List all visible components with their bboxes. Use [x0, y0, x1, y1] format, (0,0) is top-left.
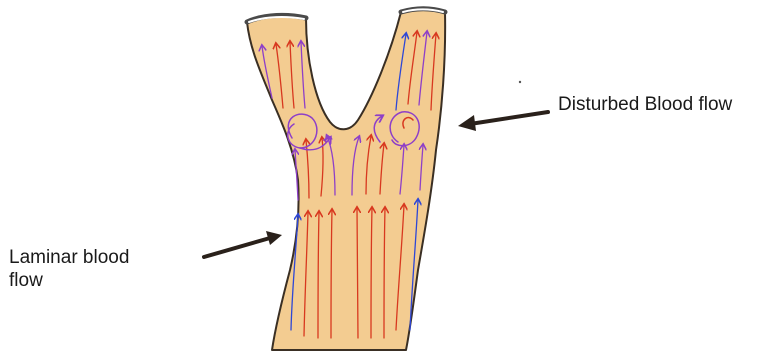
laminar-label-line-1: Laminar blood: [9, 246, 179, 269]
laminar-label-line-2: flow: [9, 269, 179, 292]
vessel-body: [247, 9, 445, 350]
disturbed-blood-flow-label: Disturbed Blood flow: [558, 93, 732, 116]
laminar-pointer-arrow: [204, 238, 270, 257]
disturbed-pointer-arrow: [470, 112, 548, 124]
stray-dot: [519, 81, 521, 83]
disturbed-pointer-head: [458, 115, 476, 131]
laminar-blood-flow-label: Laminar blood flow: [9, 246, 179, 292]
laminar-pointer-head: [266, 231, 282, 245]
